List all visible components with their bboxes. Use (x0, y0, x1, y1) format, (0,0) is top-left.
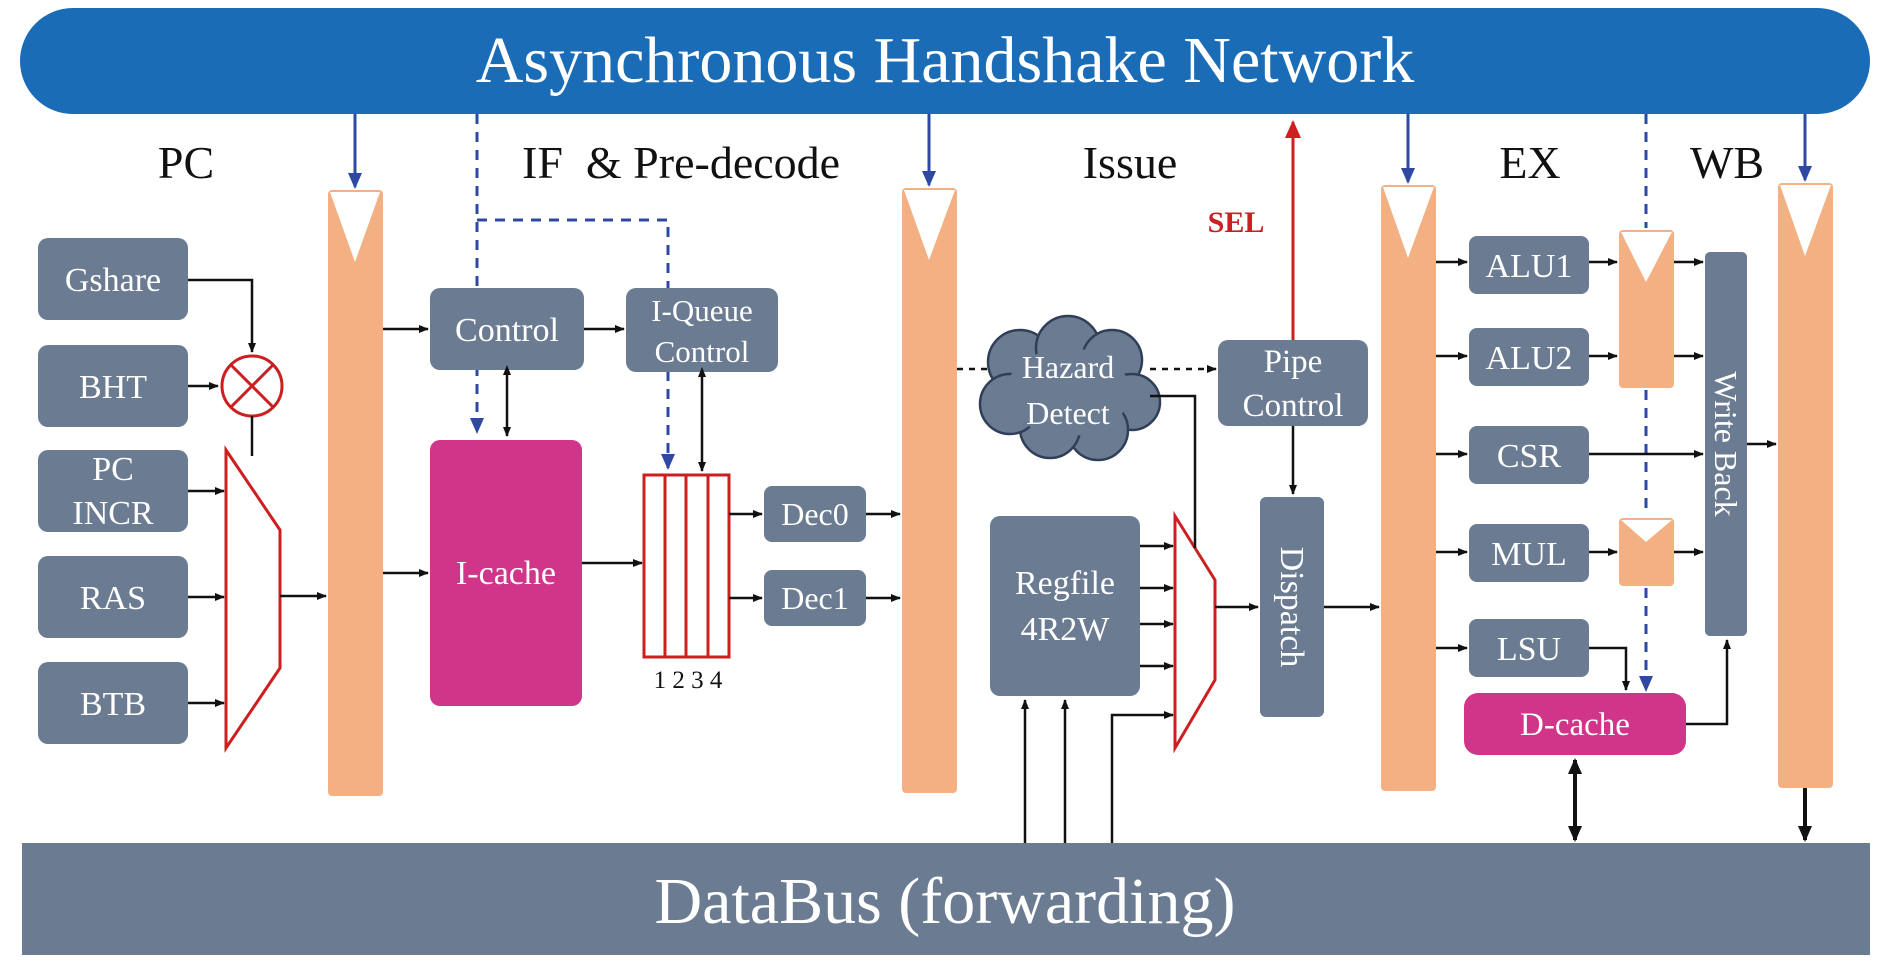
sel-label: SEL (1208, 206, 1265, 239)
alu2-label: ALU2 (1486, 340, 1573, 377)
iqueue-control-block: I-Queue Control (626, 288, 778, 372)
pipeline-register-ex-wb (1778, 183, 1833, 788)
stage-labels: PC IF & Pre-decode Issue EX WB (158, 137, 1764, 188)
if-stage-arrows (383, 325, 901, 602)
pc-stage: Gshare BHT PC INCR RAS BTB (38, 238, 284, 753)
xor-icon (220, 354, 284, 418)
pipe-control-block: Pipe Control (1218, 340, 1368, 426)
stage-label-pc: PC (158, 137, 214, 188)
csr-block: CSR (1469, 426, 1589, 484)
pc-incr-label-2: INCR (72, 495, 154, 532)
ex-stage-arrows (1436, 258, 1812, 842)
icache-block: I-cache (430, 440, 582, 706)
pipeline-register-mul (1619, 518, 1674, 586)
dispatch-label: Dispatch (1273, 547, 1310, 668)
writeback-label: Write Back (1708, 371, 1744, 516)
hazard-detect-label-1: Hazard (1022, 349, 1114, 385)
regfile-label-1: Regfile (1015, 565, 1115, 602)
pipeline-register-alu (1619, 230, 1674, 388)
dec0-label: Dec0 (781, 496, 849, 532)
databus-label: DataBus (forwarding) (655, 865, 1236, 938)
btb-label: BTB (80, 686, 146, 723)
instruction-queue (642, 473, 731, 659)
pc-incr-block: PC INCR (38, 450, 188, 532)
pipeline-register-issue-ex (1381, 185, 1436, 791)
pipeline-registers (328, 183, 1833, 796)
alu2-block: ALU2 (1469, 328, 1589, 386)
stage-label-if: IF & Pre-decode (522, 137, 840, 188)
pc-mux (224, 445, 282, 753)
btb-block: BTB (38, 662, 188, 744)
hazard-detect-cloud (978, 314, 1162, 462)
lsu-block: LSU (1469, 619, 1589, 677)
dec1-block: Dec1 (764, 570, 866, 626)
gshare-label: Gshare (65, 262, 161, 299)
regfile-label-2: 4R2W (1021, 611, 1111, 648)
fetch-control-block: Control (430, 288, 584, 370)
issue-stage: Hazard Detect Pipe Control SEL Regfile 4… (978, 206, 1368, 754)
databus: DataBus (forwarding) (22, 843, 1870, 955)
pc-incr-label-1: PC (92, 451, 134, 488)
iqueue-control-label-1: I-Queue (651, 293, 753, 328)
issue-stage-arrows (957, 365, 1380, 843)
queue-slot-numbers: 1 2 3 4 (654, 667, 723, 694)
handshake-network: Asynchronous Handshake Network (20, 8, 1870, 114)
bht-label: BHT (79, 369, 147, 406)
pipe-control-label-2: Control (1243, 388, 1344, 424)
mul-block: MUL (1469, 524, 1589, 582)
alu1-label: ALU1 (1486, 248, 1573, 285)
pipeline-register-if-issue (902, 188, 957, 793)
alu1-block: ALU1 (1469, 236, 1589, 294)
ras-block: RAS (38, 556, 188, 638)
dcache-label: D-cache (1520, 707, 1630, 743)
mul-label: MUL (1491, 536, 1567, 573)
bht-block: BHT (38, 345, 188, 427)
icache-label: I-cache (456, 555, 556, 592)
if-stage: Control I-Queue Control I-cache 1 2 3 4 … (430, 288, 866, 706)
stage-label-ex: EX (1499, 137, 1560, 188)
operand-mux (1173, 510, 1217, 754)
dec0-block: Dec0 (764, 486, 866, 542)
stage-label-issue: Issue (1083, 137, 1178, 188)
lsu-label: LSU (1497, 631, 1561, 668)
gshare-block: Gshare (38, 238, 188, 320)
ras-label: RAS (80, 580, 146, 617)
regfile-block: Regfile 4R2W (990, 516, 1140, 696)
network-label: Asynchronous Handshake Network (476, 24, 1414, 97)
writeback-block: Write Back (1705, 252, 1747, 636)
dispatch-block: Dispatch (1260, 497, 1324, 717)
dcache-block: D-cache (1464, 693, 1686, 755)
pipe-control-label-1: Pipe (1264, 344, 1323, 380)
fetch-control-label: Control (455, 312, 559, 349)
pipeline-register-pc-if (328, 190, 383, 796)
iqueue-control-label-2: Control (655, 334, 750, 369)
hazard-detect-label-2: Detect (1026, 395, 1110, 431)
ex-stage: ALU1 ALU2 CSR MUL LSU D-cache Write Back (1464, 236, 1747, 755)
stage-label-wb: WB (1690, 137, 1764, 188)
handshake-arrows (348, 114, 1812, 692)
dec1-label: Dec1 (781, 580, 849, 616)
csr-label: CSR (1497, 438, 1562, 475)
pc-stage-arrows (188, 278, 327, 707)
